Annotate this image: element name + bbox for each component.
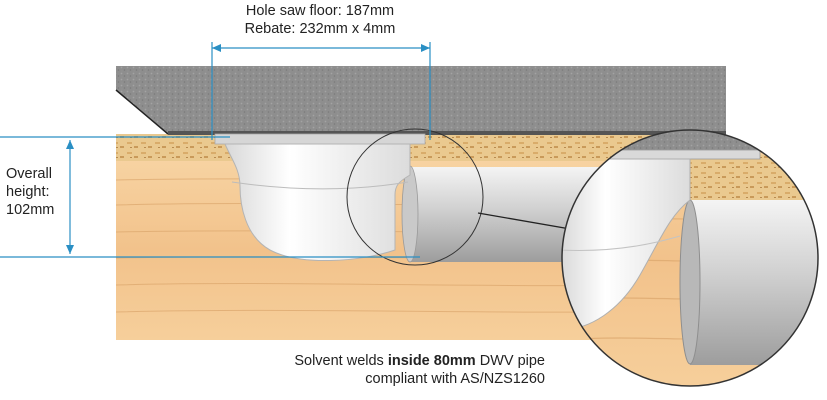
overall-height-line-2: height:	[6, 184, 50, 200]
solvent-bold: inside 80mm	[387, 353, 476, 369]
concrete-screed	[116, 66, 726, 134]
overall-height-line-1: Overall	[6, 166, 52, 182]
dimension-label-top: Hole saw floor: 187mm Rebate: 232mm x 4m…	[215, 2, 425, 38]
magnified-detail	[562, 130, 818, 386]
floor-waste-body	[214, 133, 426, 261]
solvent-weld-caption: Solvent welds inside 80mm DWV pipe compl…	[294, 352, 545, 388]
detail-magnifier-circle	[561, 129, 819, 387]
solvent-suffix: DWV pipe	[475, 353, 545, 369]
detail-source-circle	[346, 128, 484, 266]
detail-connector	[477, 212, 577, 231]
hole-saw-label: Hole saw floor: 187mm	[245, 3, 395, 19]
waterproof-membrane	[168, 131, 726, 135]
compliance-line: compliant with AS/NZS1260	[365, 371, 545, 387]
dimension-lines	[0, 42, 431, 258]
solvent-weld-line: Solvent welds inside 80mm DWV pipe	[294, 352, 545, 370]
overall-height-line-3: 102mm	[6, 202, 55, 218]
membrane-edge	[115, 89, 169, 135]
overall-height-label: Overall height: 102mm	[6, 165, 76, 219]
rebate-label: Rebate: 232mm x 4mm	[244, 21, 396, 37]
solvent-prefix: Solvent welds	[294, 353, 388, 369]
